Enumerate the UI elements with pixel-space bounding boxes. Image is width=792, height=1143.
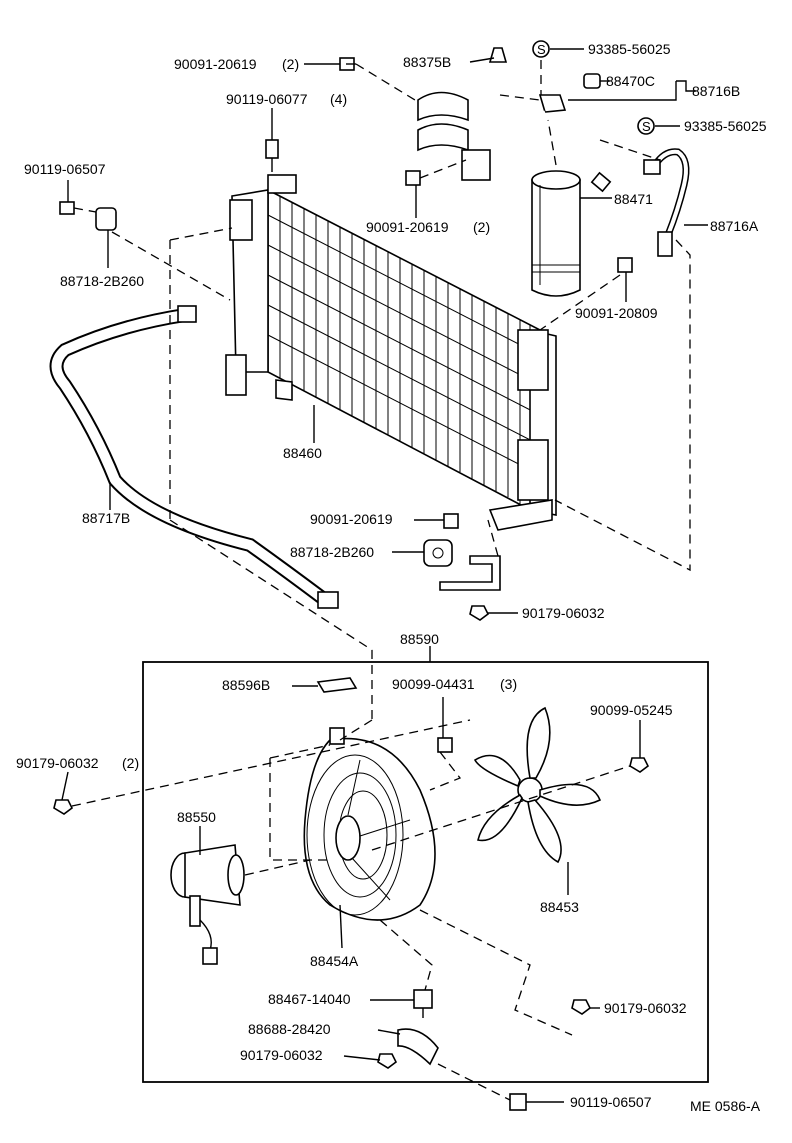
nut-bottom-right-icon <box>571 999 592 1015</box>
label-screw: 90099-04431 <box>392 676 475 692</box>
nut-fan-icon <box>629 757 650 773</box>
label-bolt-left: 90119-06507 <box>24 161 106 177</box>
label-screw-qty: (3) <box>500 676 517 692</box>
label-nut-bottom: 90179-06032 <box>240 1047 323 1063</box>
label-bolt-top-qty: (4) <box>330 91 347 107</box>
nut-left-icon <box>53 799 74 815</box>
motor-88550[interactable] <box>170 844 245 965</box>
hose-lower-fitting <box>317 591 339 609</box>
label-bolt-mid-qty: (2) <box>473 219 490 235</box>
label-bolt-bottom: 90119-06507 <box>570 1094 652 1110</box>
bracket-lower-clamp <box>417 123 469 152</box>
label-oring-2: 93385-56025 <box>684 118 767 134</box>
label-oring-1: 93385-56025 <box>588 41 671 57</box>
label-hose: 88717B <box>82 510 130 526</box>
label-nut-left-qty: (2) <box>122 755 139 771</box>
receiver-body <box>531 179 581 297</box>
bolt-mid-icon <box>405 170 421 186</box>
hose-88717B[interactable] <box>49 305 339 609</box>
pipe-b-nut <box>590 171 612 193</box>
right-tank-bracket-top <box>517 329 549 391</box>
fan-assembly-box <box>142 661 709 1083</box>
bolt-left-icon <box>59 201 75 215</box>
left-tank-bracket-top <box>229 199 253 241</box>
label-pipe-b: 88716B <box>692 83 740 99</box>
bolt-bottom-icon <box>509 1093 527 1111</box>
pipe-a-lower-nut <box>657 231 673 257</box>
bolt-upper-icon <box>339 57 356 71</box>
cushion-left-icon <box>95 207 117 231</box>
bolt-lower-icon <box>443 513 459 529</box>
label-receiver: 88471 <box>614 191 653 207</box>
label-clamp: 88688-28420 <box>248 1021 331 1037</box>
label-nut-bottom-right: 90179-06032 <box>604 1000 687 1016</box>
hose-upper-fitting <box>177 305 197 323</box>
cushion-lower-icon <box>423 539 453 567</box>
label-fitting: 88470C <box>606 73 655 89</box>
condenser-top-bracket <box>267 174 297 194</box>
label-bolt-upper: 90091-20619 <box>174 56 257 72</box>
lower-bracket-icon <box>439 555 501 591</box>
pipe-88716B[interactable] <box>518 94 612 193</box>
dashed-guides <box>71 60 691 1101</box>
diagram-id-code: ME 0586-A <box>690 1098 761 1114</box>
pipe-88716A[interactable] <box>643 148 690 257</box>
leader-lines <box>61 48 708 1103</box>
condenser-core <box>267 188 541 517</box>
fan-hardware <box>377 737 650 1069</box>
label-bolt-mid: 90091-20619 <box>366 219 449 235</box>
right-tank-bracket-mid <box>517 439 549 501</box>
switch-icon <box>413 989 433 1018</box>
label-bolt-top: 90119-06077 <box>226 91 308 107</box>
bolt-right-icon <box>617 257 633 273</box>
s-mark-1-icon <box>532 40 550 58</box>
label-bolt-right: 90091-20809 <box>575 305 658 321</box>
fitting-icon <box>583 73 601 89</box>
label-cushion-left: 88718-2B260 <box>60 273 144 289</box>
condenser-foot <box>275 379 293 401</box>
label-fan-assy: 88590 <box>400 631 439 647</box>
label-pipe-a: 88716A <box>710 218 759 234</box>
nut-lower-icon <box>469 605 490 621</box>
label-nut-left: 90179-06032 <box>16 755 99 771</box>
pipe-a-upper-nut <box>643 159 661 175</box>
label-motor: 88550 <box>177 809 216 825</box>
fan-88453[interactable] <box>473 706 602 864</box>
label-cushion-lower: 88718-2B260 <box>290 544 374 560</box>
bracket-pin <box>488 47 508 63</box>
label-s-mark-2: S <box>642 119 651 134</box>
condenser-bottom-bracket <box>488 499 553 531</box>
screw-icon <box>437 737 453 753</box>
label-switch: 88467-14040 <box>268 991 351 1007</box>
s-mark-2-icon <box>637 117 655 135</box>
label-bolt-lower: 90091-20619 <box>310 511 393 527</box>
shroud-88454A[interactable] <box>303 727 436 921</box>
label-nut-fan: 90099-05245 <box>590 702 673 718</box>
condenser-tubes <box>267 214 541 476</box>
label-bracket-top: 88375B <box>403 54 451 70</box>
label-bolt-upper-qty: (2) <box>282 56 299 72</box>
label-label-plate: 88596B <box>222 677 270 693</box>
label-nut-lower: 90179-06032 <box>522 605 605 621</box>
clamp-icon <box>397 1028 439 1066</box>
bracket-88375B[interactable] <box>417 47 508 181</box>
label-s-mark-1: S <box>537 42 546 57</box>
label-condenser: 88460 <box>283 445 322 461</box>
receiver-top <box>531 170 581 190</box>
condenser-assembly[interactable] <box>225 174 557 531</box>
left-tank-bracket-bottom <box>225 354 247 396</box>
nut-bottom-icon <box>377 1053 398 1069</box>
label-plate-icon <box>316 677 358 693</box>
hardware <box>59 40 655 621</box>
pipe-b-fitting <box>538 94 567 113</box>
label-shroud: 88454A <box>310 953 359 969</box>
bracket-upper-clamp <box>417 91 469 122</box>
bolt-top-icon <box>265 139 279 172</box>
label-fan: 88453 <box>540 899 579 915</box>
bracket-plate <box>461 149 491 181</box>
receiver-assembly[interactable] <box>531 170 581 297</box>
labels: 90091-20619 (2) 88375B S 93385-56025 901… <box>16 41 767 1114</box>
